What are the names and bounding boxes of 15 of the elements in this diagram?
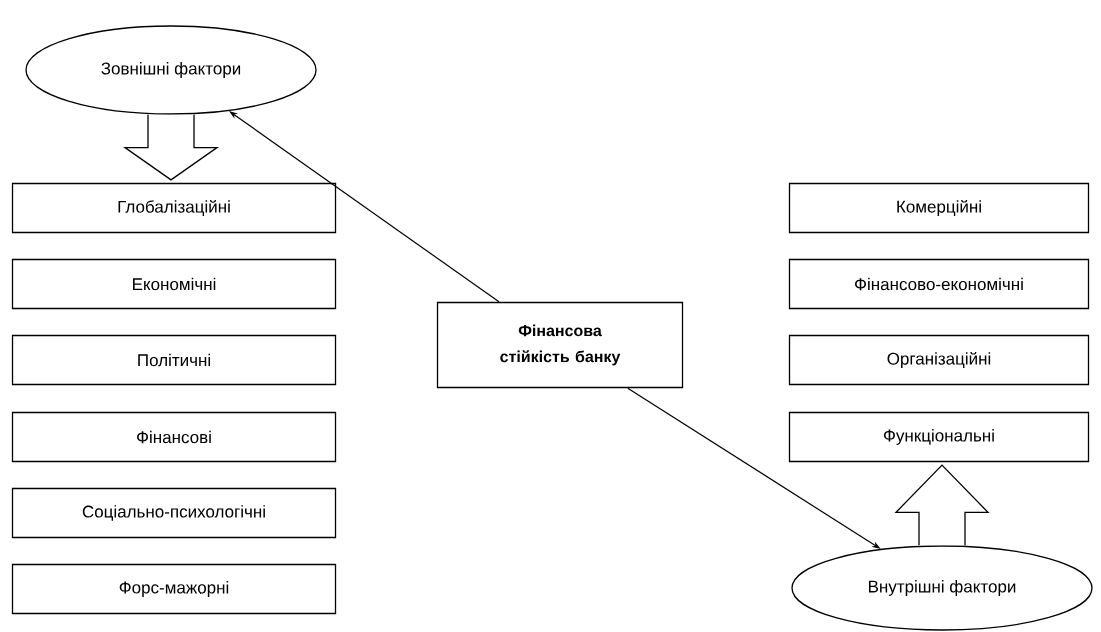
factor-box: Економічні [11,258,337,310]
factor-box: Функціональні [788,411,1090,463]
factor-box: Соціально-психологічні [11,487,337,539]
factor-box: Комерційні [788,182,1090,234]
factor-box: Форс-мажорні [11,563,337,615]
ellipse-node: Внутрішні фактори [791,545,1093,631]
factor-box: Глобалізаційні [11,182,337,234]
block-arrow [122,114,220,181]
ellipse-node: Зовнішні фактори [25,25,317,115]
factor-box: Фінансово-економічні [788,258,1090,310]
factor-box: Організаційні [788,334,1090,386]
factor-box: Фінансові [11,411,337,463]
block-arrow [894,464,990,546]
central-box: Фінансова стійкість банку [436,301,684,389]
factor-box: Політичні [11,334,337,386]
